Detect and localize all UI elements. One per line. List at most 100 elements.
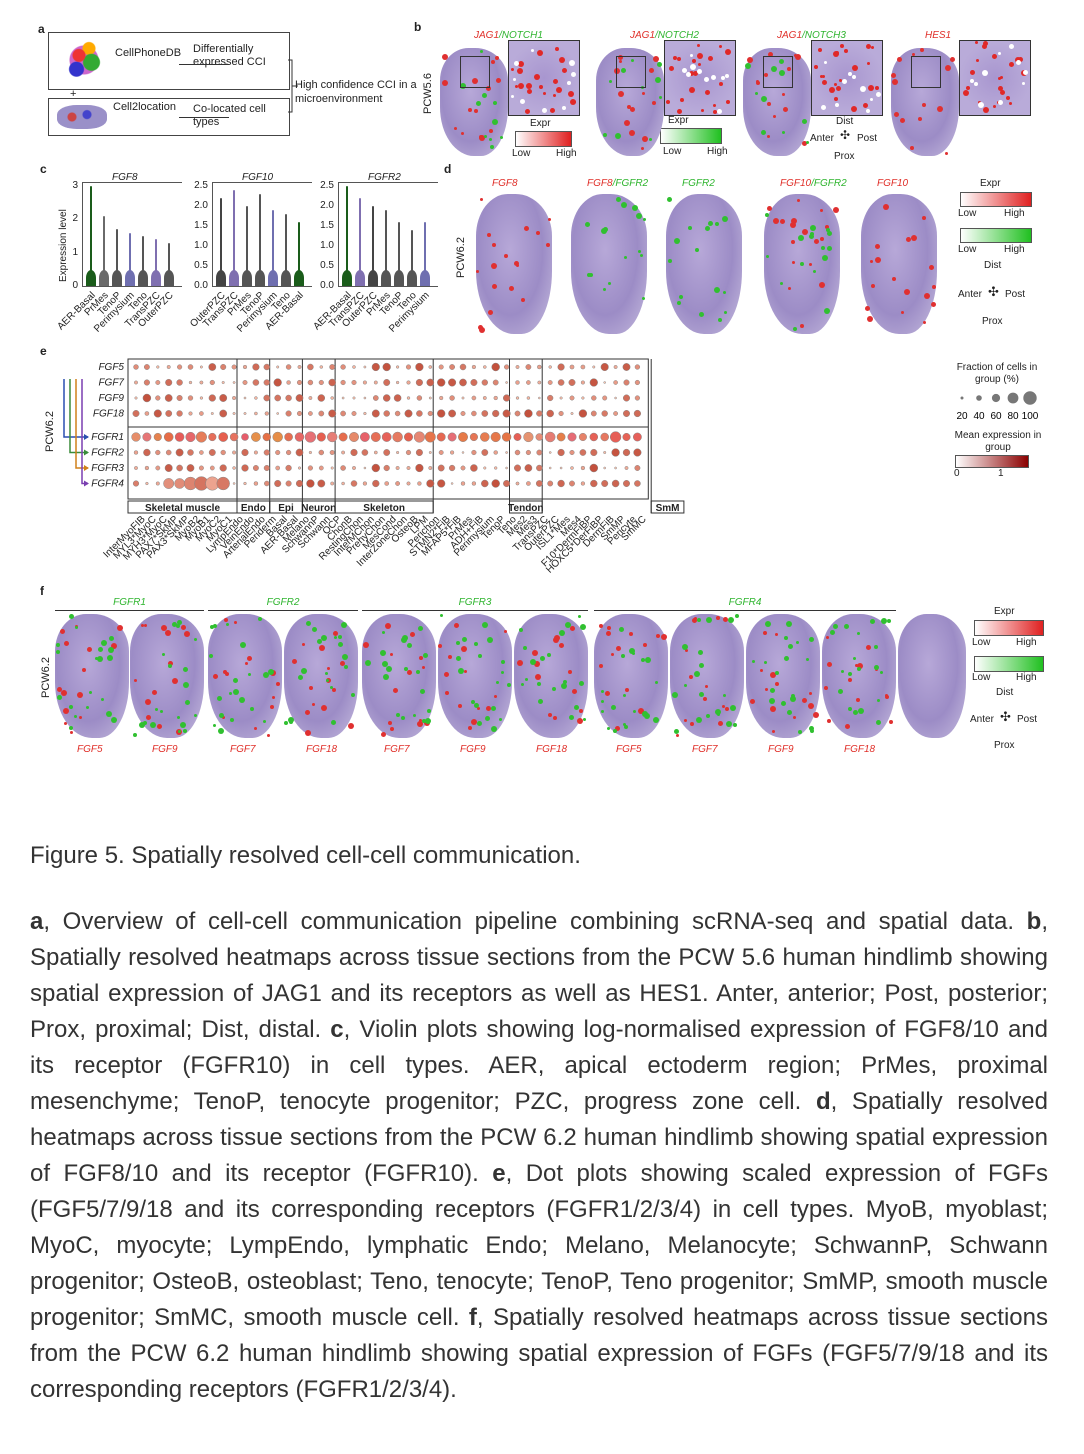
expression-spot — [440, 614, 443, 617]
expression-spot — [181, 625, 186, 630]
f-tissue-section — [362, 614, 436, 738]
expression-spot — [474, 703, 479, 708]
expression-dot — [209, 379, 215, 386]
expression-spot — [722, 216, 728, 222]
expression-dot — [318, 465, 324, 471]
expression-spot — [491, 706, 496, 711]
expression-spot — [684, 719, 687, 722]
expression-spot — [464, 670, 467, 673]
expression-spot — [86, 706, 89, 709]
expression-dot — [327, 431, 338, 443]
expression-dot — [296, 379, 303, 386]
expression-spot — [333, 631, 338, 636]
expression-spot — [889, 720, 893, 724]
expression-spot — [482, 93, 487, 98]
expression-spot — [461, 646, 467, 652]
expression-spot — [504, 254, 508, 258]
expression-spot — [853, 657, 856, 660]
violin-body — [268, 270, 278, 286]
f-ligand-label: FGF5 — [77, 744, 103, 755]
expression-spot — [682, 644, 688, 650]
expression-dot — [144, 465, 150, 471]
b-red-legend-bar — [515, 131, 572, 147]
b-compass-prox: Prox — [834, 151, 855, 162]
expression-spot — [270, 705, 274, 709]
expression-dot — [515, 380, 520, 385]
expression-spot — [852, 75, 856, 79]
expression-spot — [750, 699, 755, 704]
expression-dot — [188, 411, 193, 416]
expression-spot — [755, 92, 758, 95]
expression-dot — [580, 364, 586, 370]
group-label: Endo — [241, 503, 266, 514]
expression-dot — [340, 465, 346, 471]
merge-arrow — [288, 59, 298, 113]
expression-spot — [183, 729, 187, 733]
expression-spot — [695, 248, 699, 252]
d-panel-title: FGF10/FGFR2 — [780, 178, 847, 189]
expression-spot — [782, 131, 785, 134]
expression-spot — [669, 66, 674, 71]
expression-dot — [580, 380, 585, 385]
expression-spot — [474, 642, 478, 646]
violin-plot-area — [82, 186, 182, 286]
expression-spot — [721, 76, 725, 80]
expression-spot — [790, 222, 796, 228]
expression-spot — [764, 661, 767, 664]
expression-dot — [242, 380, 248, 385]
expression-spot — [788, 287, 791, 290]
expression-spot — [382, 661, 388, 667]
expression-spot — [866, 44, 871, 49]
expression-dot — [341, 481, 345, 486]
expression-dot — [371, 463, 380, 473]
expression-spot — [57, 695, 62, 700]
expression-spot — [810, 225, 816, 231]
expression-dot — [633, 448, 642, 457]
d-panel-title: FGFR2 — [682, 178, 715, 189]
violin-body — [86, 270, 96, 286]
expression-spot — [906, 237, 911, 242]
expression-spot — [775, 682, 779, 686]
expression-spot — [401, 716, 405, 720]
expression-spot — [821, 105, 826, 110]
expression-spot — [649, 68, 654, 73]
expression-dot — [363, 411, 367, 416]
expression-spot — [764, 73, 768, 77]
expression-spot — [184, 631, 190, 637]
expression-spot — [495, 56, 499, 60]
expression-spot — [519, 628, 523, 632]
violin-y-axis — [338, 182, 339, 286]
expression-spot — [891, 73, 896, 78]
mean-legend-min: 0 — [954, 468, 960, 479]
expression-dot — [428, 365, 433, 369]
f-group-line — [208, 610, 358, 611]
expression-spot — [696, 717, 702, 723]
expression-spot — [477, 707, 480, 710]
expression-spot — [490, 145, 494, 149]
expression-spot — [555, 47, 559, 51]
expression-spot — [892, 277, 896, 281]
expression-spot — [330, 686, 333, 689]
expression-spot — [827, 719, 831, 723]
expression-spot — [820, 237, 824, 241]
expression-spot — [178, 730, 181, 733]
expression-spot — [263, 672, 269, 678]
expression-spot — [853, 710, 858, 715]
expression-dot — [242, 364, 248, 370]
expression-dot — [547, 380, 553, 385]
expression-dot — [254, 411, 258, 416]
expression-spot — [209, 654, 213, 658]
expression-spot — [615, 133, 621, 139]
expression-spot — [427, 709, 431, 713]
expression-spot — [829, 87, 835, 93]
expression-spot — [693, 71, 698, 76]
panel-f-label: f — [40, 584, 44, 598]
expression-dot — [306, 479, 315, 488]
expression-spot — [945, 65, 951, 71]
expression-dot — [460, 481, 466, 486]
expression-spot — [838, 689, 843, 694]
expression-dot — [428, 396, 432, 400]
expression-spot — [540, 656, 545, 661]
expression-spot — [966, 86, 970, 90]
expression-spot — [448, 655, 452, 659]
